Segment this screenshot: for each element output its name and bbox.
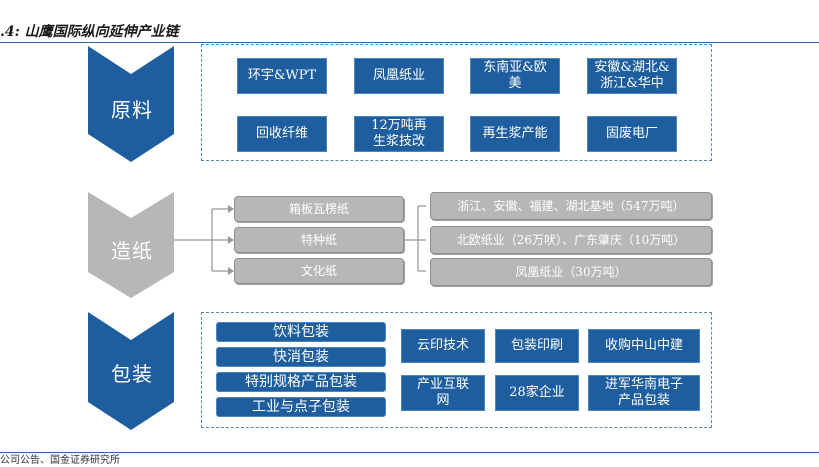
raw-box-recycled-fiber: 回收纤维 bbox=[237, 116, 327, 152]
packaging-group bbox=[201, 312, 712, 428]
footer-rule bbox=[0, 452, 819, 453]
raw-materials-group bbox=[201, 44, 712, 161]
paper-capacity-fenghuang: 凤凰纸业（30万吨） bbox=[430, 258, 712, 286]
stage-label-packaging: 包装 bbox=[111, 362, 153, 386]
chevron-packaging bbox=[88, 312, 174, 430]
raw-box-anhui-hubei: 安徽&湖北& 浙江&华中 bbox=[587, 58, 677, 94]
paper-type-specialty: 特种纸 bbox=[234, 227, 404, 253]
paper-capacity-bases: 浙江、安徽、福建、湖北基地（547万吨） bbox=[430, 192, 712, 220]
source-note: 公司公告、国金证券研究所 bbox=[0, 455, 120, 466]
pack-category-fmcg: 快消包装 bbox=[216, 347, 386, 367]
pack-box-internet: 产业互联 网 bbox=[401, 375, 485, 411]
stage-label-paper: 造纸 bbox=[111, 239, 153, 263]
title-bar bbox=[0, 0, 819, 43]
raw-box-huanyu: 环宇&WPT bbox=[237, 58, 327, 94]
pack-box-zhongshan: 收购中山中建 bbox=[588, 329, 700, 363]
pack-category-beverage: 饮料包装 bbox=[216, 322, 386, 342]
figure-title: .4: 山鹰国际纵向延伸产业链 bbox=[0, 24, 179, 40]
paper-type-cultural: 文化纸 bbox=[234, 258, 404, 284]
paper-capacity-nordic: 北欧纸业（26万吠）、广东肇庆（10万吨） bbox=[430, 226, 712, 254]
chevron-paper bbox=[88, 192, 174, 298]
raw-box-fenghuang: 凤凰纸业 bbox=[354, 58, 444, 94]
pack-category-special: 特别规格产品包装 bbox=[216, 372, 386, 392]
raw-box-waste-plant: 固废电厂 bbox=[587, 116, 677, 152]
pack-category-industrial: 工业与点子包装 bbox=[216, 397, 386, 417]
pack-box-28-firms: 28家企业 bbox=[495, 375, 579, 411]
pack-box-south-china: 进军华南电子 产品包装 bbox=[588, 375, 700, 411]
raw-box-pulp-upgrade: 12万吨再 生浆技改 bbox=[354, 116, 444, 152]
stage-label-raw: 原料 bbox=[111, 98, 153, 122]
chevron-raw bbox=[88, 46, 174, 162]
raw-box-pulp-capacity: 再生浆产能 bbox=[470, 116, 560, 152]
pack-box-yunyin: 云印技术 bbox=[401, 329, 485, 363]
paper-type-containerboard: 箱板瓦楞纸 bbox=[234, 196, 404, 222]
pack-box-printing: 包装印刷 bbox=[495, 329, 579, 363]
raw-box-sea-europe: 东南亚&欧 美 bbox=[470, 58, 560, 94]
